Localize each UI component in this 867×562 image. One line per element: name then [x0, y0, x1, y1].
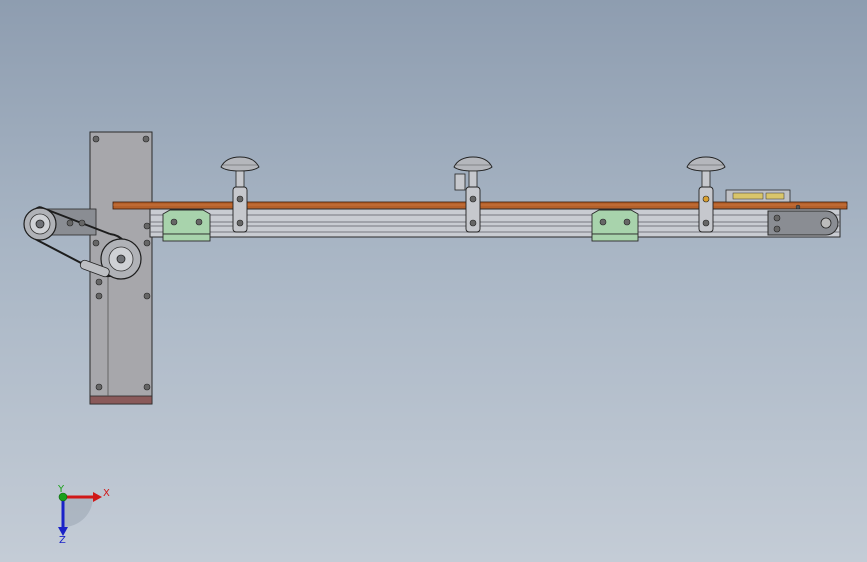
screw-icon — [469, 195, 477, 203]
screw-icon — [92, 239, 100, 247]
screw-icon — [95, 278, 103, 286]
guide-post — [453, 156, 493, 233]
screw-icon — [143, 292, 151, 300]
screw-icon — [78, 219, 86, 227]
knob-icon — [686, 156, 726, 172]
x-axis-label: X — [103, 488, 110, 499]
screw-icon — [599, 218, 607, 226]
tail-end-plate — [767, 204, 839, 236]
idler-roller-icon — [820, 217, 832, 229]
screw-icon — [170, 218, 178, 226]
sensor-module — [725, 189, 791, 203]
screw-icon — [702, 219, 710, 227]
guide-post — [686, 156, 726, 233]
screw-icon — [95, 292, 103, 300]
y-axis-dot — [58, 492, 68, 502]
screw-icon — [236, 195, 244, 203]
z-axis-label: Z — [59, 535, 66, 546]
tensioner-icon — [79, 259, 110, 278]
screw-icon — [92, 135, 100, 143]
screw-icon — [469, 219, 477, 227]
screw-icon — [623, 218, 631, 226]
screw-icon — [773, 225, 781, 233]
screw-icon — [195, 218, 203, 226]
screw-icon — [143, 239, 151, 247]
screw-icon — [143, 383, 151, 391]
coordinate-triad[interactable]: X Y Z — [57, 484, 110, 546]
y-axis-label: Y — [57, 484, 65, 495]
knob-icon — [220, 156, 260, 172]
knob-icon — [453, 156, 493, 172]
guide-post — [220, 156, 260, 233]
screw-icon — [773, 214, 781, 222]
support-bracket — [591, 209, 639, 242]
screw-icon — [236, 219, 244, 227]
screw-icon — [702, 195, 710, 203]
screw-icon — [66, 219, 74, 227]
drive-assembly — [23, 206, 142, 280]
support-bracket — [162, 209, 211, 242]
screw-icon — [142, 135, 150, 143]
frame-profile — [149, 208, 841, 238]
screw-icon — [143, 222, 151, 230]
screw-icon — [95, 383, 103, 391]
